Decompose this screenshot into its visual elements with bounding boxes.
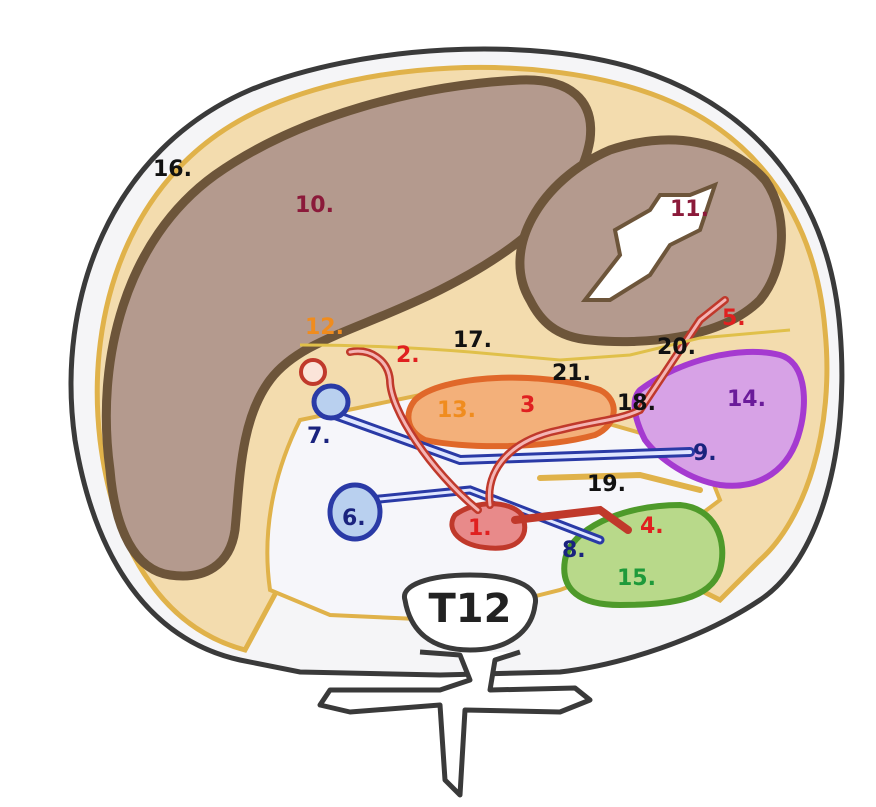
structure-label-14: 14. <box>727 387 766 412</box>
portal-vein <box>314 386 348 418</box>
structure-label-2: 2. <box>396 343 420 368</box>
structure-label-19: 19. <box>587 472 626 497</box>
structure-label-10: 10. <box>295 193 334 218</box>
structure-label-9: 9. <box>693 441 717 466</box>
structure-label-17: 17. <box>453 328 492 353</box>
bile-duct <box>301 360 325 384</box>
structure-label-20: 20. <box>657 335 696 360</box>
structure-label-16: 16. <box>153 157 192 182</box>
structure-label-1: 1. <box>468 516 492 541</box>
structure-label-12: 12. <box>305 315 344 340</box>
structure-label-6: 6. <box>342 506 366 531</box>
structure-label-13: 13. <box>437 398 476 423</box>
structure-label-21: 21. <box>552 361 591 386</box>
structure-label-3: 3 <box>520 393 535 418</box>
structure-label-5: 5. <box>722 306 746 331</box>
structure-label-18: 18. <box>617 391 656 416</box>
structure-label-4: 4. <box>640 514 664 539</box>
vertebra-label: T12 <box>429 586 512 632</box>
structure-label-7: 7. <box>307 424 331 449</box>
structure-label-15: 15. <box>617 566 656 591</box>
structure-label-8: 8. <box>562 538 586 563</box>
structure-label-11: 11. <box>670 197 709 222</box>
